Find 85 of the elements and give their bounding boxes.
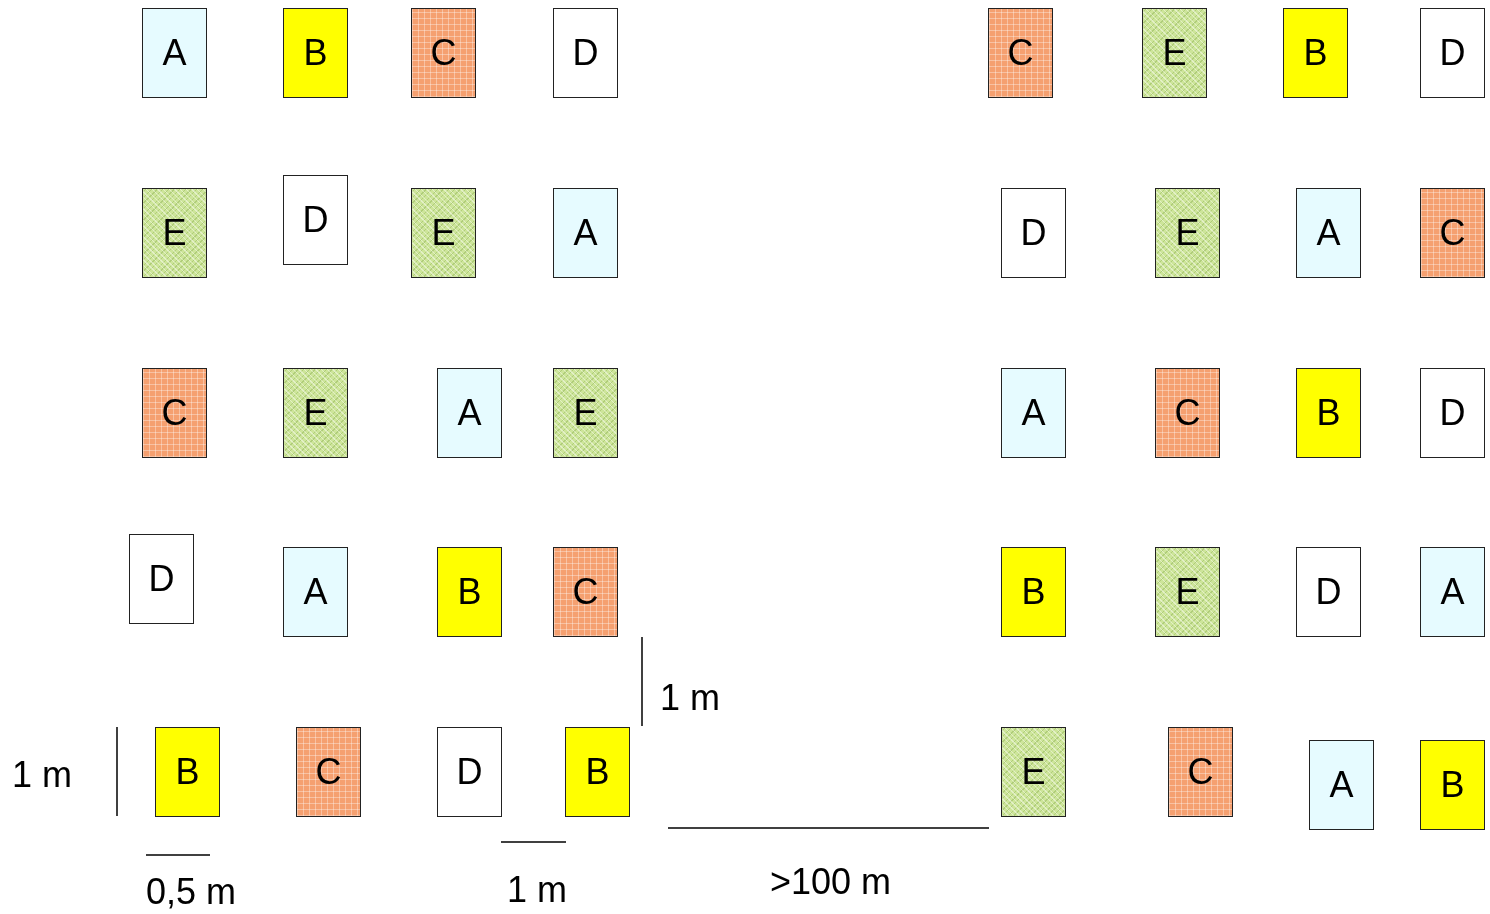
plot-letter: D <box>572 35 599 71</box>
dimension-label: >100 m <box>770 864 892 900</box>
plot-box <box>1283 8 1348 98</box>
plot-box <box>553 547 618 637</box>
plot-letter: B <box>457 574 482 610</box>
dimension-label: 1 m <box>507 872 567 908</box>
dimension-label: 0,5 m <box>146 874 237 910</box>
plot-letter: B <box>1303 35 1328 71</box>
plot-letter: E <box>1175 574 1200 610</box>
plot-letter: D <box>456 754 483 790</box>
plot-letter: A <box>303 574 328 610</box>
plot-box <box>1001 547 1066 637</box>
dimension-label: 1 m <box>660 680 720 716</box>
plot-box <box>283 175 348 265</box>
plot-letter: C <box>1187 754 1214 790</box>
plot-letter: A <box>162 35 187 71</box>
plot-box <box>155 727 220 817</box>
plot-letter: D <box>302 202 329 238</box>
plot-letter: A <box>573 215 598 251</box>
plot-box <box>283 8 348 98</box>
plot-box <box>411 8 476 98</box>
plot-box <box>1168 727 1233 817</box>
plot-letter: D <box>1439 395 1466 431</box>
plot-box <box>1296 547 1361 637</box>
plot-box <box>1296 368 1361 458</box>
plot-box <box>988 8 1053 98</box>
plot-box <box>437 368 502 458</box>
plot-box <box>553 188 618 278</box>
plot-box <box>1142 8 1207 98</box>
plot-letter: C <box>572 574 599 610</box>
plot-box <box>1296 188 1361 278</box>
plot-letter: B <box>303 35 328 71</box>
dimension-label: 1 m <box>12 757 72 793</box>
plot-box <box>553 368 618 458</box>
plot-box <box>1155 188 1220 278</box>
plot-box <box>1420 547 1485 637</box>
plot-box <box>296 727 361 817</box>
plot-box <box>1420 368 1485 458</box>
plot-letter: B <box>1316 395 1341 431</box>
plot-letter: A <box>1021 395 1046 431</box>
plot-box <box>437 547 502 637</box>
plot-letter: C <box>1439 215 1466 251</box>
plot-letter: E <box>431 215 456 251</box>
plot-letter: E <box>162 215 187 251</box>
plot-letter: C <box>430 35 457 71</box>
plot-letter: A <box>1440 574 1465 610</box>
plot-box <box>1420 8 1485 98</box>
plot-letter: D <box>1439 35 1466 71</box>
plot-box <box>1001 368 1066 458</box>
plot-letter: E <box>1021 754 1046 790</box>
plot-box <box>411 188 476 278</box>
plot-box <box>553 8 618 98</box>
plot-letter: D <box>1315 574 1342 610</box>
plot-letter: D <box>148 561 175 597</box>
plot-letter: B <box>1440 767 1465 803</box>
plot-letter: D <box>1020 215 1047 251</box>
plot-box <box>142 8 207 98</box>
plot-letter: A <box>457 395 482 431</box>
plot-box <box>1001 727 1066 817</box>
plot-letter: C <box>161 395 188 431</box>
plot-letter: E <box>303 395 328 431</box>
plot-box <box>1155 368 1220 458</box>
plot-box <box>1001 188 1066 278</box>
plot-letter: A <box>1316 215 1341 251</box>
plot-box <box>129 534 194 624</box>
plot-box <box>437 727 502 817</box>
plot-letter: B <box>175 754 200 790</box>
plot-box <box>1420 188 1485 278</box>
plot-box <box>142 188 207 278</box>
plot-letter: C <box>1007 35 1034 71</box>
plot-letter: E <box>1175 215 1200 251</box>
plot-letter: E <box>1162 35 1187 71</box>
plot-letter: B <box>1021 574 1046 610</box>
plot-box <box>565 727 630 817</box>
plot-letter: E <box>573 395 598 431</box>
plot-box <box>1309 740 1374 830</box>
plot-letter: B <box>585 754 610 790</box>
plot-letter: C <box>315 754 342 790</box>
plot-box <box>1155 547 1220 637</box>
plot-box <box>1420 740 1485 830</box>
plot-box <box>142 368 207 458</box>
plot-box <box>283 547 348 637</box>
plot-letter: A <box>1329 767 1354 803</box>
plot-letter: C <box>1174 395 1201 431</box>
plot-box <box>283 368 348 458</box>
